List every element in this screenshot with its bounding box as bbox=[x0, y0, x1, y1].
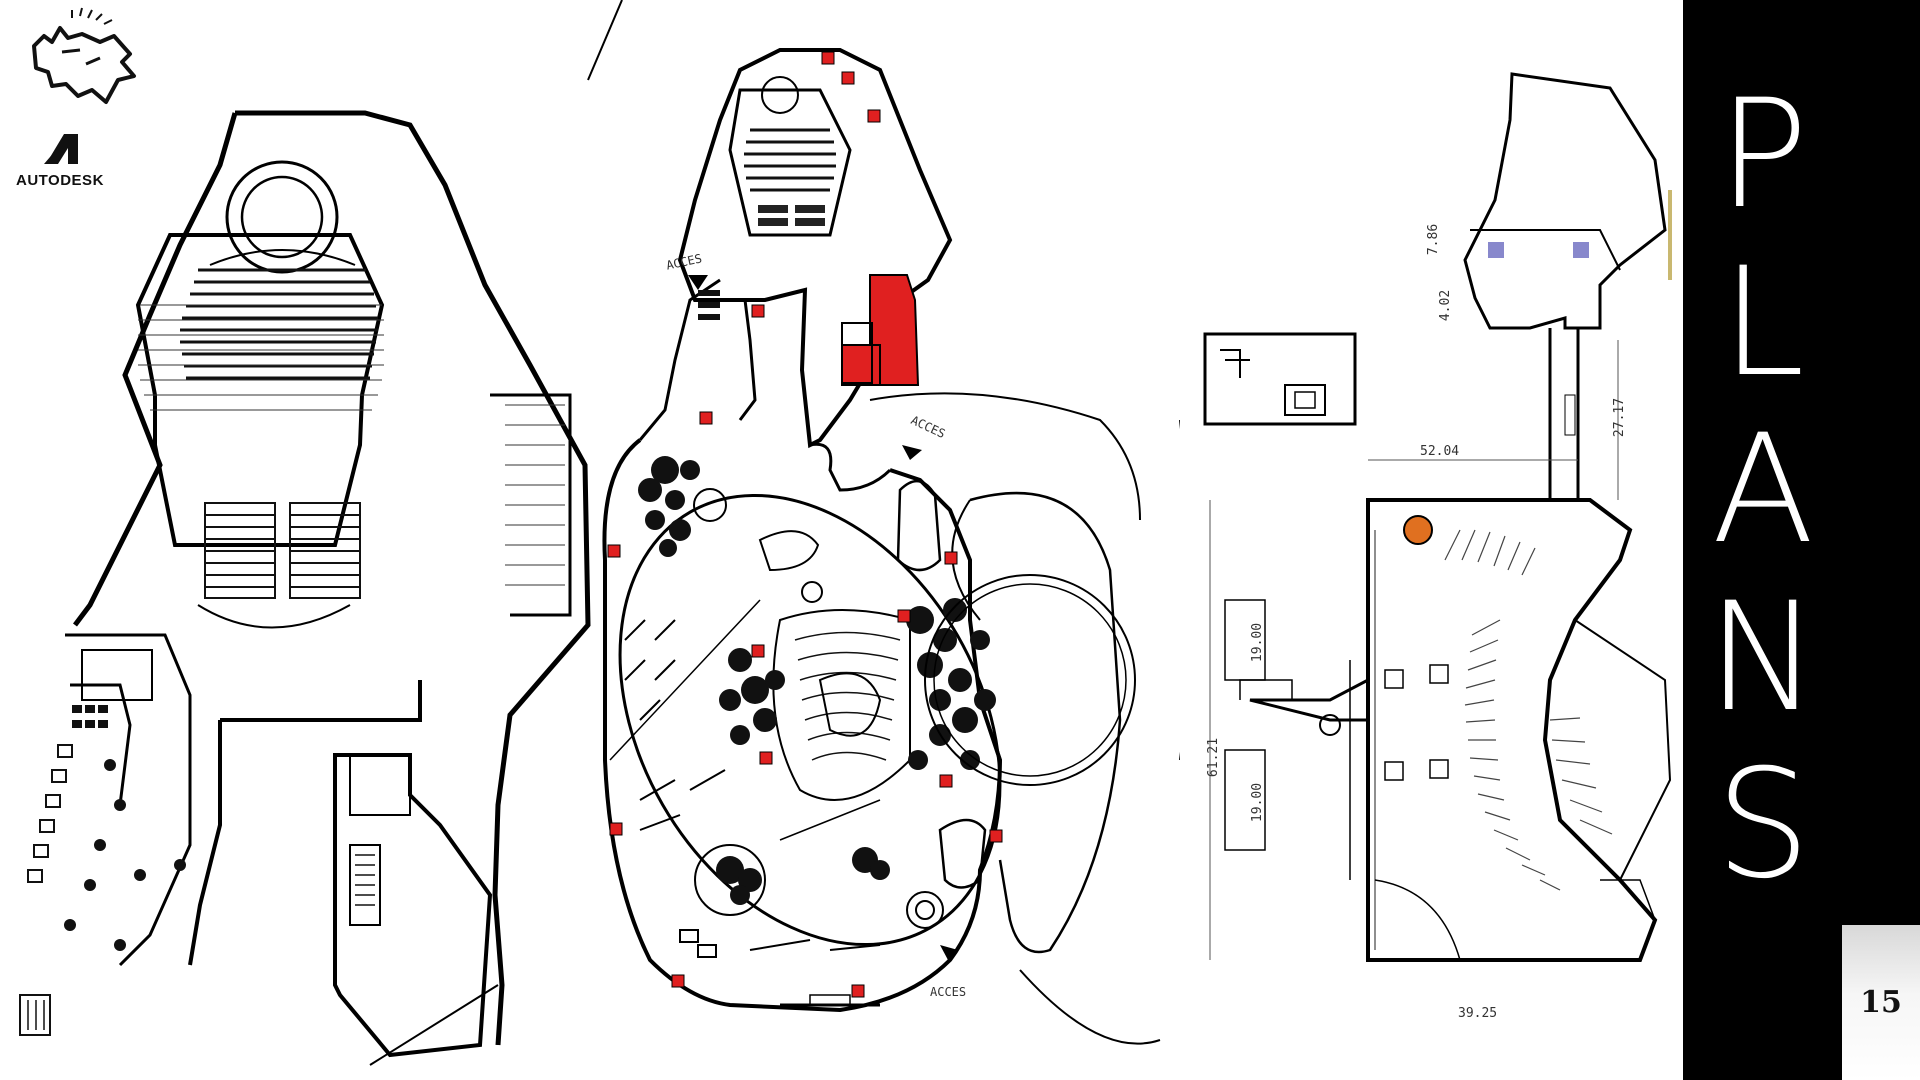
dimension-label: 61.21 bbox=[1206, 737, 1222, 778]
plan-right: 7.86 4.02 52.04 27.17 19.00 61.21 19.00 … bbox=[1200, 60, 1680, 1040]
dimension-label: 52.04 bbox=[1420, 444, 1460, 459]
plan-left bbox=[10, 105, 600, 1080]
title-letter: N bbox=[1706, 570, 1820, 745]
page-number-tab: 15 bbox=[1842, 925, 1920, 1080]
autodesk-logo: AUTODESK bbox=[16, 128, 136, 192]
rhino-logo bbox=[22, 6, 142, 106]
plan-middle: ACCES ACCES ACCES bbox=[580, 0, 1180, 1080]
access-label-3: ACCES bbox=[930, 985, 967, 999]
dimension-label: 4.02 bbox=[1438, 289, 1454, 322]
dimension-label: 27.17 bbox=[1612, 397, 1628, 438]
dimension-label: 19.00 bbox=[1250, 782, 1266, 823]
title-letter: L bbox=[1721, 235, 1805, 410]
dimension-label: 39.25 bbox=[1458, 1006, 1498, 1021]
autodesk-wordmark: AUTODESK bbox=[16, 172, 104, 189]
title-letter: P bbox=[1717, 68, 1809, 242]
page-number: 15 bbox=[1860, 985, 1902, 1020]
dimension-label: 19.00 bbox=[1250, 622, 1266, 663]
title-letter: A bbox=[1711, 403, 1815, 577]
slide-title: P L A N S bbox=[1683, 80, 1843, 900]
title-band: P L A N S bbox=[1683, 0, 1920, 1080]
title-letter: S bbox=[1715, 738, 1811, 912]
dimension-label: 7.86 bbox=[1426, 223, 1442, 256]
